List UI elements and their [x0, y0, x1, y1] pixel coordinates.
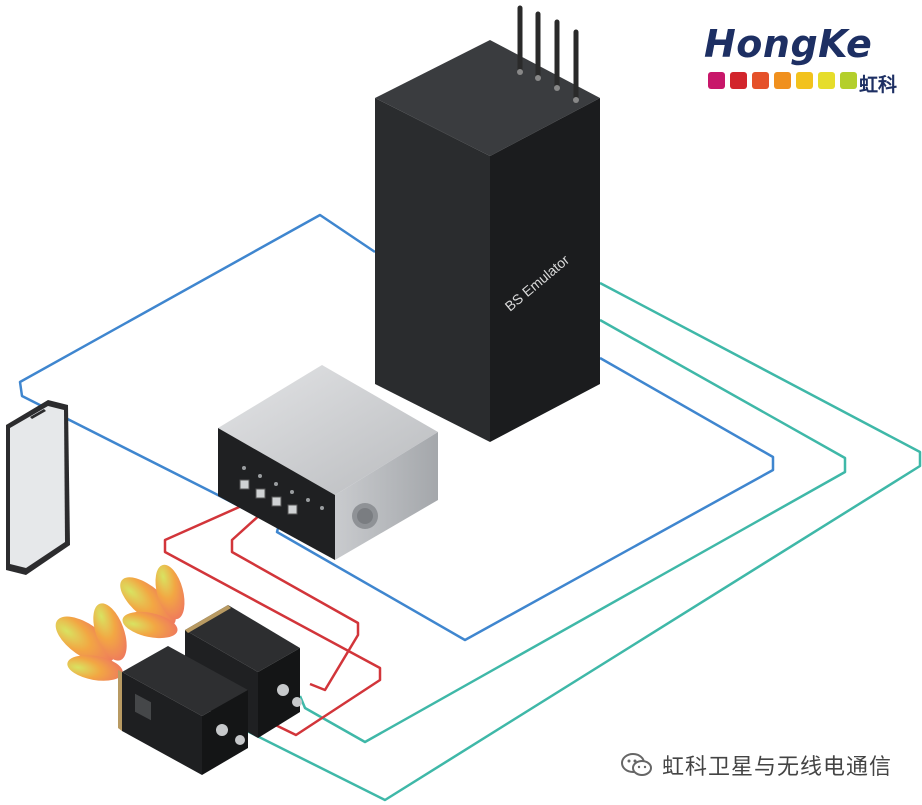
bs-emulator-left-face — [375, 98, 490, 442]
beam-lobe — [122, 611, 178, 639]
beam-lobe — [155, 564, 185, 620]
dut-front-top — [122, 646, 248, 716]
logo-square — [752, 72, 769, 89]
dut-box-front — [118, 646, 248, 775]
logo-square — [796, 72, 813, 89]
dut-port — [277, 684, 289, 696]
teal-cable-outer — [244, 281, 922, 802]
bs-emulator-right-face — [490, 98, 600, 442]
beam-lobe — [55, 616, 115, 664]
wechat-icon — [621, 753, 652, 776]
rf-shield-box — [218, 365, 438, 560]
bs-emulator-top — [375, 40, 600, 156]
watermark-text: 虹科卫星与无线电通信 — [662, 755, 893, 780]
red-cable-inner — [230, 511, 360, 692]
dut-box-back — [185, 605, 302, 738]
rf-box-top — [218, 365, 438, 495]
dut-port — [235, 735, 245, 745]
rf-port — [271, 496, 282, 507]
logo-brand-text: HongKe — [704, 22, 873, 66]
bs-emulator: BS Emulator — [375, 40, 600, 442]
dut-window — [135, 693, 151, 721]
logo-brand-cn: 虹科 — [859, 74, 898, 96]
antenna-beams — [55, 564, 185, 681]
dut-port — [216, 724, 228, 736]
rf-port — [255, 488, 266, 499]
wechat-watermark: 虹科卫星与无线电通信 — [620, 748, 892, 782]
logo-square — [774, 72, 791, 89]
rf-box-ports — [239, 479, 298, 515]
beam-lobe — [93, 603, 127, 661]
logo-square — [840, 72, 857, 89]
logo-square — [818, 72, 835, 89]
smartphone — [6, 400, 70, 575]
dut-port — [292, 697, 302, 707]
logo-color-squares — [708, 72, 857, 89]
beam-lobe — [120, 577, 176, 627]
dut-back-top — [185, 605, 300, 672]
logo-square — [708, 72, 725, 89]
rf-port — [239, 479, 250, 490]
rf-box-front — [218, 428, 335, 560]
logo-square — [730, 72, 747, 89]
hongke-logo: HongKe 虹科 — [704, 22, 914, 102]
beam-lobe — [67, 655, 123, 681]
antenna-array — [517, 5, 579, 103]
teal-cable-inner — [298, 318, 847, 744]
red-cable-outer — [163, 502, 382, 737]
smartphone-screen — [10, 406, 65, 568]
rf-port — [287, 504, 298, 515]
